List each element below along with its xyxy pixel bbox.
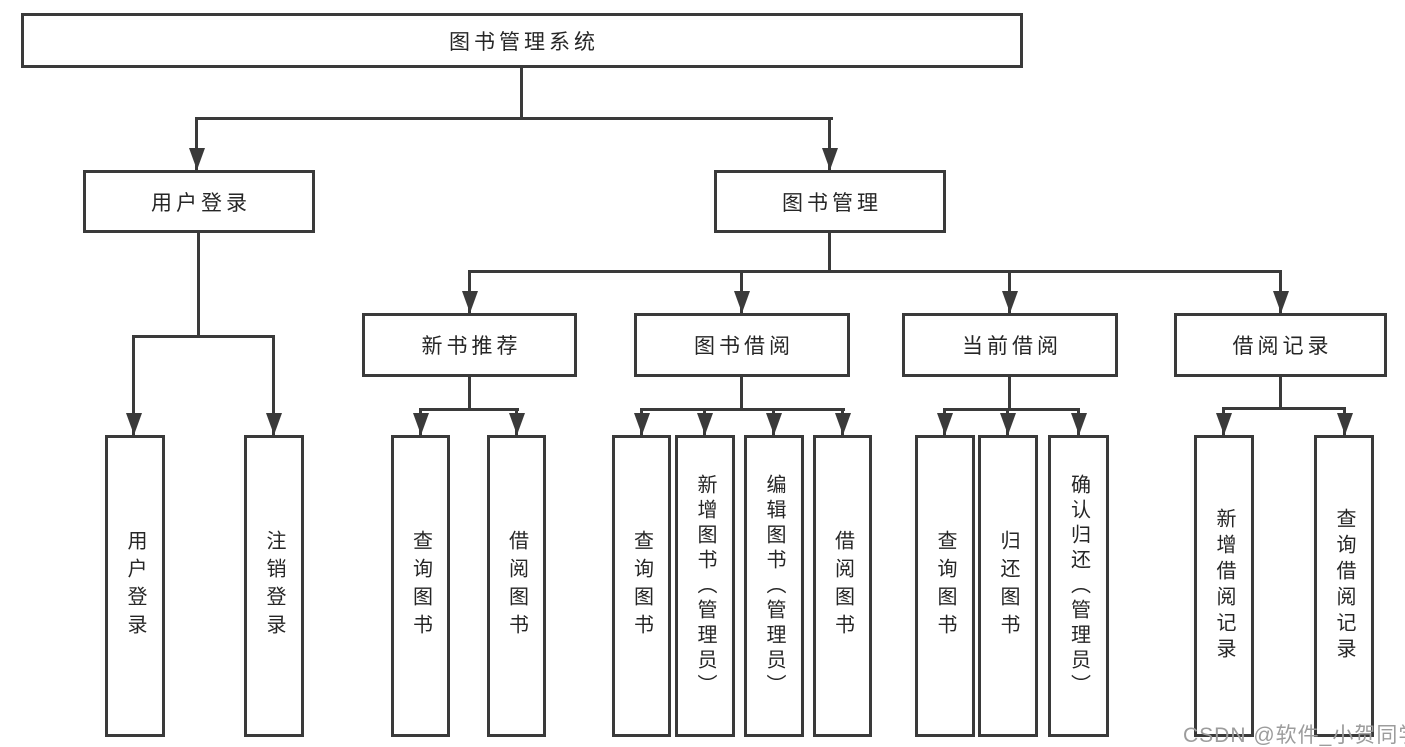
node-root-library-system: 图书管理系统 bbox=[21, 13, 1023, 68]
arrow-to-borrow-records bbox=[1279, 270, 1282, 313]
arrow-to-nb-query bbox=[419, 408, 422, 435]
connector-book-borrow-branch bbox=[640, 408, 845, 411]
node-book-mgmt: 图书管理 bbox=[714, 170, 946, 233]
node-borrow-records: 借阅记录 bbox=[1174, 313, 1387, 377]
arrow-to-br-add bbox=[1222, 407, 1225, 435]
connector-root-branch bbox=[195, 117, 833, 120]
arrow-to-user-login bbox=[195, 117, 198, 170]
node-leaf-bb-edit-books-admin: 编辑图书（管理员） bbox=[744, 435, 804, 737]
node-leaf-logout: 注销登录 bbox=[244, 435, 304, 737]
node-current-borrow: 当前借阅 bbox=[902, 313, 1118, 377]
connector-book-borrow-drop bbox=[740, 377, 743, 411]
connector-root-drop bbox=[520, 68, 523, 120]
arrow-to-ul-login bbox=[132, 335, 135, 435]
connector-new-books-branch bbox=[419, 408, 519, 411]
arrow-to-book-mgmt bbox=[828, 117, 831, 170]
node-leaf-nb-query-books: 查询图书 bbox=[391, 435, 450, 737]
node-leaf-cb-query-books: 查询图书 bbox=[915, 435, 975, 737]
connector-new-books-drop bbox=[468, 377, 471, 411]
node-leaf-bb-add-books-admin: 新增图书（管理员） bbox=[675, 435, 735, 737]
node-leaf-bb-borrow-books: 借阅图书 bbox=[813, 435, 872, 737]
arrow-to-new-books bbox=[468, 270, 471, 313]
arrow-to-current-borrow bbox=[1008, 270, 1011, 313]
connector-borrow-records-branch bbox=[1222, 407, 1345, 410]
node-leaf-nb-borrow-books: 借阅图书 bbox=[487, 435, 546, 737]
node-leaf-cb-confirm-return-admin: 确认归还（管理员） bbox=[1048, 435, 1109, 737]
arrow-to-cb-query bbox=[943, 408, 946, 435]
arrow-to-nb-borrow bbox=[515, 408, 518, 435]
arrow-to-cb-return bbox=[1006, 408, 1009, 435]
arrow-to-ul-logout bbox=[272, 335, 275, 435]
connector-user-login-drop bbox=[197, 233, 200, 338]
node-leaf-user-login: 用户登录 bbox=[105, 435, 165, 737]
connector-book-mgmt-branch bbox=[468, 270, 1282, 273]
arrow-to-bb-borrow bbox=[841, 408, 844, 435]
arrow-to-bb-query bbox=[640, 408, 643, 435]
connector-current-borrow-drop bbox=[1008, 377, 1011, 411]
connector-book-mgmt-drop bbox=[828, 233, 831, 273]
node-leaf-cb-return-books: 归还图书 bbox=[978, 435, 1038, 737]
node-leaf-bb-query-books: 查询图书 bbox=[612, 435, 671, 737]
csdn-watermark: CSDN @软件_小贺同学 bbox=[1183, 724, 1405, 747]
node-user-login: 用户登录 bbox=[83, 170, 315, 233]
arrow-to-cb-confirm bbox=[1077, 408, 1080, 435]
node-leaf-br-query-record: 查询借阅记录 bbox=[1314, 435, 1374, 737]
arrow-to-bb-edit bbox=[772, 408, 775, 435]
arrow-to-br-query bbox=[1343, 407, 1346, 435]
node-leaf-br-add-record: 新增借阅记录 bbox=[1194, 435, 1254, 737]
node-new-books: 新书推荐 bbox=[362, 313, 577, 377]
arrow-to-bb-add bbox=[703, 408, 706, 435]
node-book-borrow: 图书借阅 bbox=[634, 313, 850, 377]
connector-borrow-records-drop bbox=[1279, 377, 1282, 410]
arrow-to-book-borrow bbox=[740, 270, 743, 313]
connector-user-login-branch bbox=[132, 335, 274, 338]
connector-current-borrow-branch bbox=[943, 408, 1080, 411]
